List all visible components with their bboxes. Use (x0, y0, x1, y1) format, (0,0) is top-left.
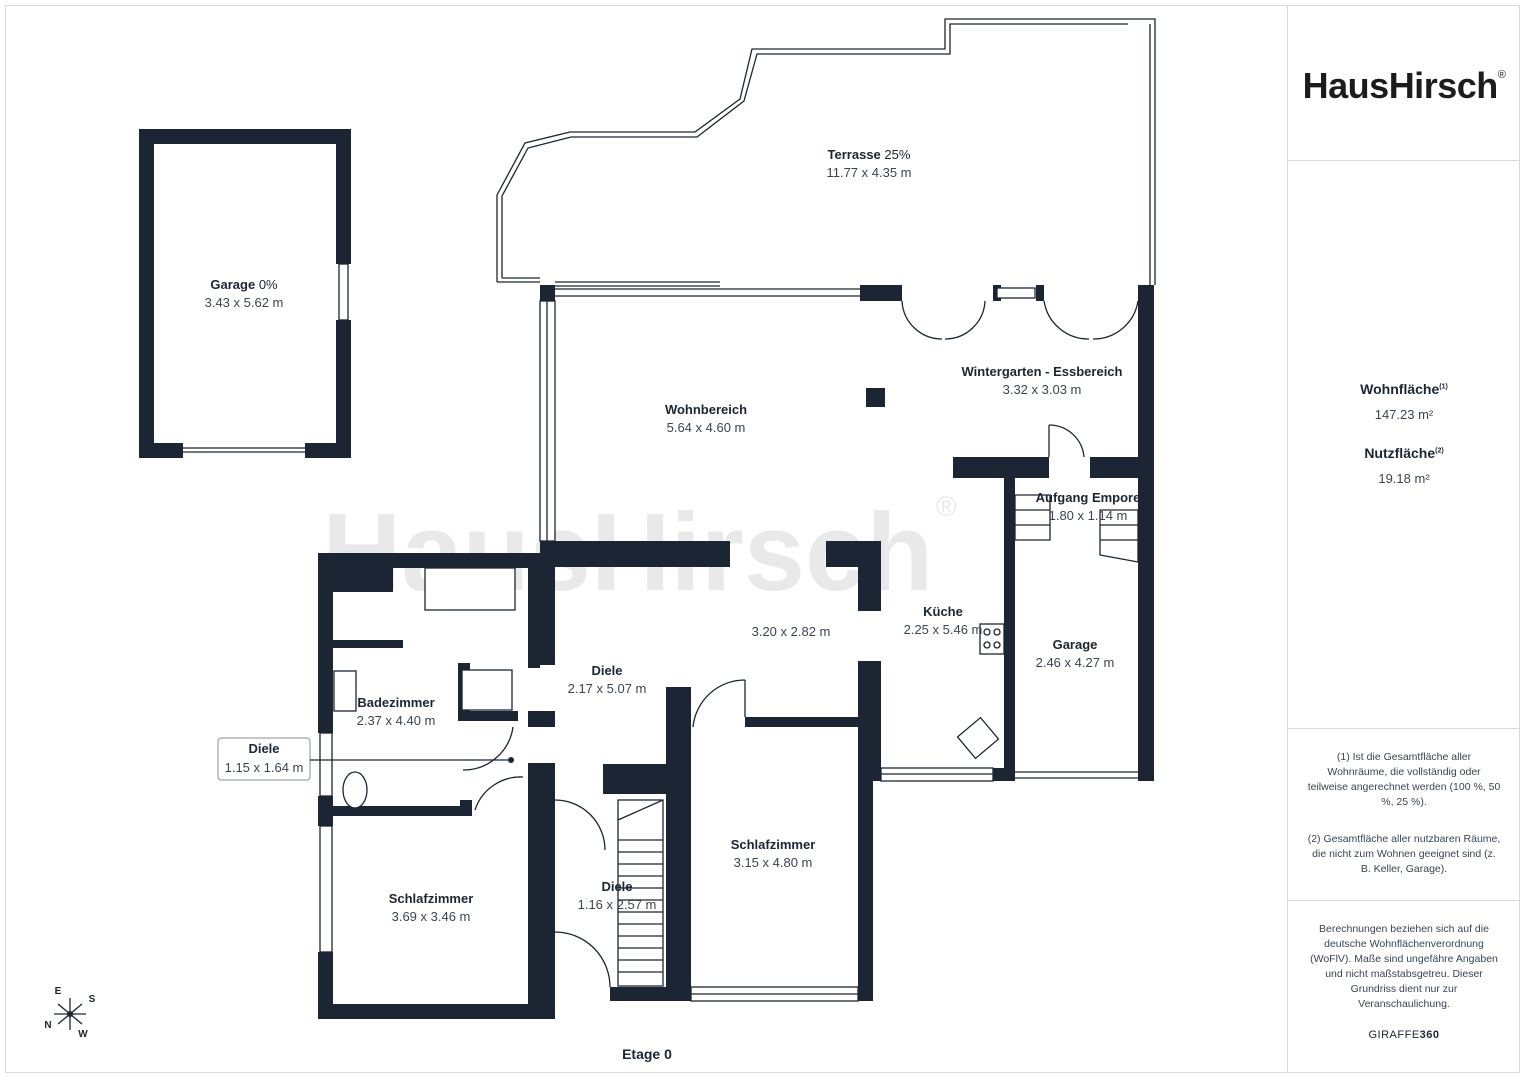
badezimmer-dims: 2.37 x 4.40 m (357, 713, 436, 728)
garage-detached-label: Garage 0% (210, 277, 278, 292)
diele-stairs-dims: 1.16 x 2.57 m (578, 897, 657, 912)
wohnflaeche-value: 147.23 m² (1374, 407, 1434, 422)
schlafzimmer-2-dims: 3.69 x 3.46 m (392, 909, 471, 924)
floor-label: Etage 0 (622, 1046, 672, 1062)
wohnbereich-dims: 5.64 x 4.60 m (667, 420, 746, 435)
schlafzimmer-2-label: Schlafzimmer (389, 891, 474, 906)
garage-dims: 2.46 x 4.27 m (1036, 655, 1115, 670)
compass-e: E (55, 986, 62, 997)
house-walls (217, 285, 1154, 1019)
diele-small-dims: 1.15 x 1.64 m (225, 760, 304, 775)
schlafzimmer-1-label: Schlafzimmer (731, 837, 816, 852)
wohnbereich-label: Wohnbereich (665, 402, 747, 417)
brand-name: HausHirsch (1302, 65, 1499, 106)
nutzflaeche-value: 19.18 m² (1378, 471, 1430, 486)
wintergarten-dims: 3.32 x 3.03 m (1003, 382, 1082, 397)
brand-reg: ® (1497, 69, 1506, 81)
compass-s: S (89, 994, 96, 1005)
diele-small-label: Diele (248, 741, 279, 756)
garage-detached-dims: 3.43 x 5.62 m (205, 295, 284, 310)
giraffe360-logo: GIRAFFE360 (1368, 1029, 1440, 1041)
diele-main-label: Diele (591, 663, 622, 678)
aufgang-dims: 1.80 x 1.14 m (1049, 508, 1128, 523)
kueche-dims: 2.25 x 5.46 m (904, 622, 983, 637)
diele-stairs-label: Diele (601, 879, 632, 894)
detached-garage (139, 129, 351, 458)
schlafzimmer-1-dims: 3.15 x 4.80 m (734, 855, 813, 870)
staircase (617, 494, 1139, 987)
wohnflaeche-label: Wohnfläche(1) (1360, 381, 1448, 397)
panel-divider (1288, 728, 1520, 729)
floor-plan: HausHirsch ® (44, 18, 1156, 1062)
info-panel: HausHirsch® Wohnfläche(1) 147.23 m² Nutz… (1287, 5, 1520, 1073)
watermark-reg: ® (936, 491, 957, 522)
kueche-label: Küche (923, 604, 963, 619)
terrace-outline (496, 18, 1156, 287)
garage-label: Garage (1053, 637, 1098, 652)
compass-w: W (78, 1029, 88, 1040)
badezimmer-label: Badezimmer (357, 695, 434, 710)
brand-logo: HausHirsch® (1288, 65, 1520, 107)
page-frame (5, 5, 1520, 1073)
nutzflaeche-label: Nutzfläche(2) (1364, 445, 1444, 461)
panel-divider (1288, 160, 1520, 161)
note-woflv: Berechnungen beziehen sich auf die deuts… (1310, 923, 1498, 1010)
compass-n: N (44, 1020, 51, 1031)
essraum-dims: 3.20 x 2.82 m (752, 624, 831, 639)
aufgang-label: Aufgang Empore (1036, 490, 1141, 505)
compass-icon: E S N W (44, 986, 95, 1040)
panel-divider (1288, 900, 1520, 901)
wintergarten-label: Wintergarten - Essbereich (962, 364, 1123, 379)
terrasse-label: Terrasse 25% (828, 147, 911, 162)
note-wohnflaeche: (1) Ist die Gesamtfläche aller Wohnräume… (1307, 751, 1501, 808)
note-nutzflaeche: (2) Gesamtfläche aller nutzbaren Räume, … (1307, 833, 1501, 875)
diele-main-dims: 2.17 x 5.07 m (568, 681, 647, 696)
terrasse-dims: 11.77 x 4.35 m (826, 165, 911, 180)
